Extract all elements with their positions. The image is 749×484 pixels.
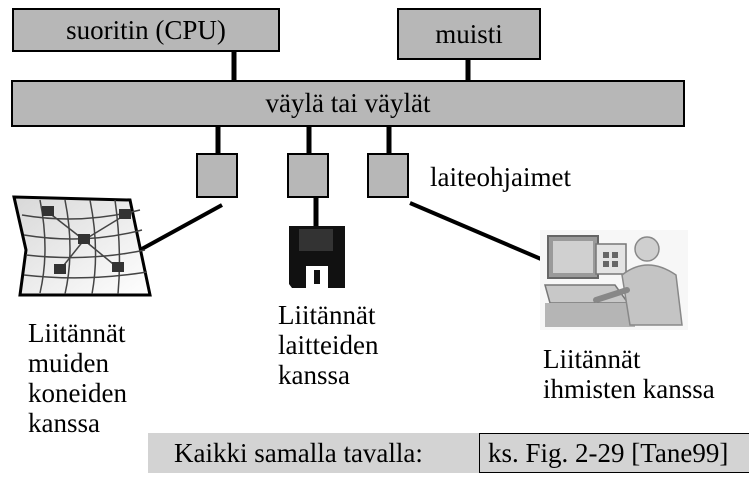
network-controller: [196, 153, 238, 198]
human-controller: [367, 153, 409, 198]
footer-label: Kaikki samalla tavalla:: [174, 438, 423, 468]
footer-bar: Kaikki samalla tavalla: ks. Fig. 2-29 [T…: [148, 433, 749, 473]
footer-reference: ks. Fig. 2-29 [Tane99]: [488, 438, 729, 468]
controller1-network-line: [139, 203, 223, 252]
network-interface-label: Liitännät muiden koneiden kanssa: [28, 318, 127, 438]
footer-reference-box: ks. Fig. 2-29 [Tane99]: [479, 433, 749, 473]
device-interface-label: Liitännät laitteiden kanssa: [278, 300, 379, 390]
memory-box: muisti: [397, 8, 541, 60]
human-interface-label: Liitännät ihmisten kanssa: [543, 344, 715, 404]
cpu-label: suoritin (CPU): [66, 14, 226, 45]
memory-label: muisti: [435, 18, 503, 49]
bus-label: väylä tai väylät: [265, 88, 431, 118]
controllers-label: laiteohjaimet: [430, 162, 571, 192]
cpu-box: suoritin (CPU): [12, 8, 280, 52]
disk-controller: [287, 153, 329, 198]
bus-box: väylä tai väylät: [11, 80, 685, 127]
controller3-human-line: [409, 201, 556, 267]
